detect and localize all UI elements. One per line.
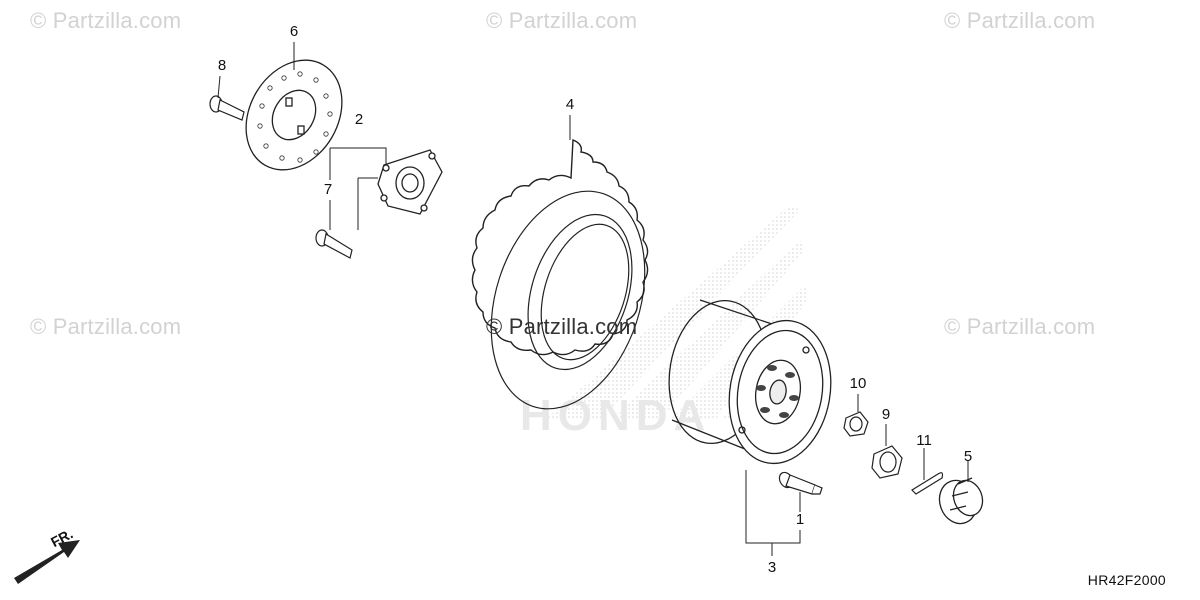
callout-4: 4 <box>565 96 575 113</box>
disc-bolt <box>209 95 245 121</box>
watermark-top-left: © Partzilla.com <box>30 8 182 33</box>
rear-hub <box>377 149 443 215</box>
tire-sidewall-outer <box>490 190 646 410</box>
wheel <box>668 299 832 465</box>
tire <box>471 138 649 410</box>
tire-bead-inner <box>527 213 633 371</box>
castle-nut-9 <box>871 445 903 479</box>
leader-lines <box>217 42 969 556</box>
callout-6: 6 <box>289 23 299 40</box>
watermark-center: © Partzilla.com <box>486 314 638 339</box>
watermark-top-center: © Partzilla.com <box>486 8 638 33</box>
callout-5: 5 <box>963 448 973 465</box>
callout-2: 2 <box>354 111 364 128</box>
watermark-mid-right: © Partzilla.com <box>944 314 1096 339</box>
callout-7: 7 <box>323 181 333 198</box>
callout-9: 9 <box>881 406 891 423</box>
wheel-spokes <box>756 365 799 418</box>
nut-10 <box>843 411 869 437</box>
svg-text:HONDA: HONDA <box>520 391 711 440</box>
background-logo: HONDA <box>520 205 808 440</box>
front-direction-arrow-icon <box>14 540 80 584</box>
hub-bolt <box>315 229 353 259</box>
watermark-top-right: © Partzilla.com <box>944 8 1096 33</box>
valve-stem <box>778 471 823 495</box>
callout-1: 1 <box>795 511 805 528</box>
watermark-mid-left: © Partzilla.com <box>30 314 182 339</box>
callout-3: 3 <box>767 559 777 576</box>
cotter-pin <box>911 472 944 495</box>
callout-10: 10 <box>849 375 867 392</box>
tire-tread-outline <box>471 138 649 356</box>
brake-disc <box>245 59 343 171</box>
tire-bead-inner-2 <box>540 223 630 361</box>
cap-nut-5 <box>938 477 984 525</box>
callout-8: 8 <box>217 57 227 74</box>
callout-11: 11 <box>916 432 932 449</box>
diagram-code: HR42F2000 <box>1087 572 1166 588</box>
